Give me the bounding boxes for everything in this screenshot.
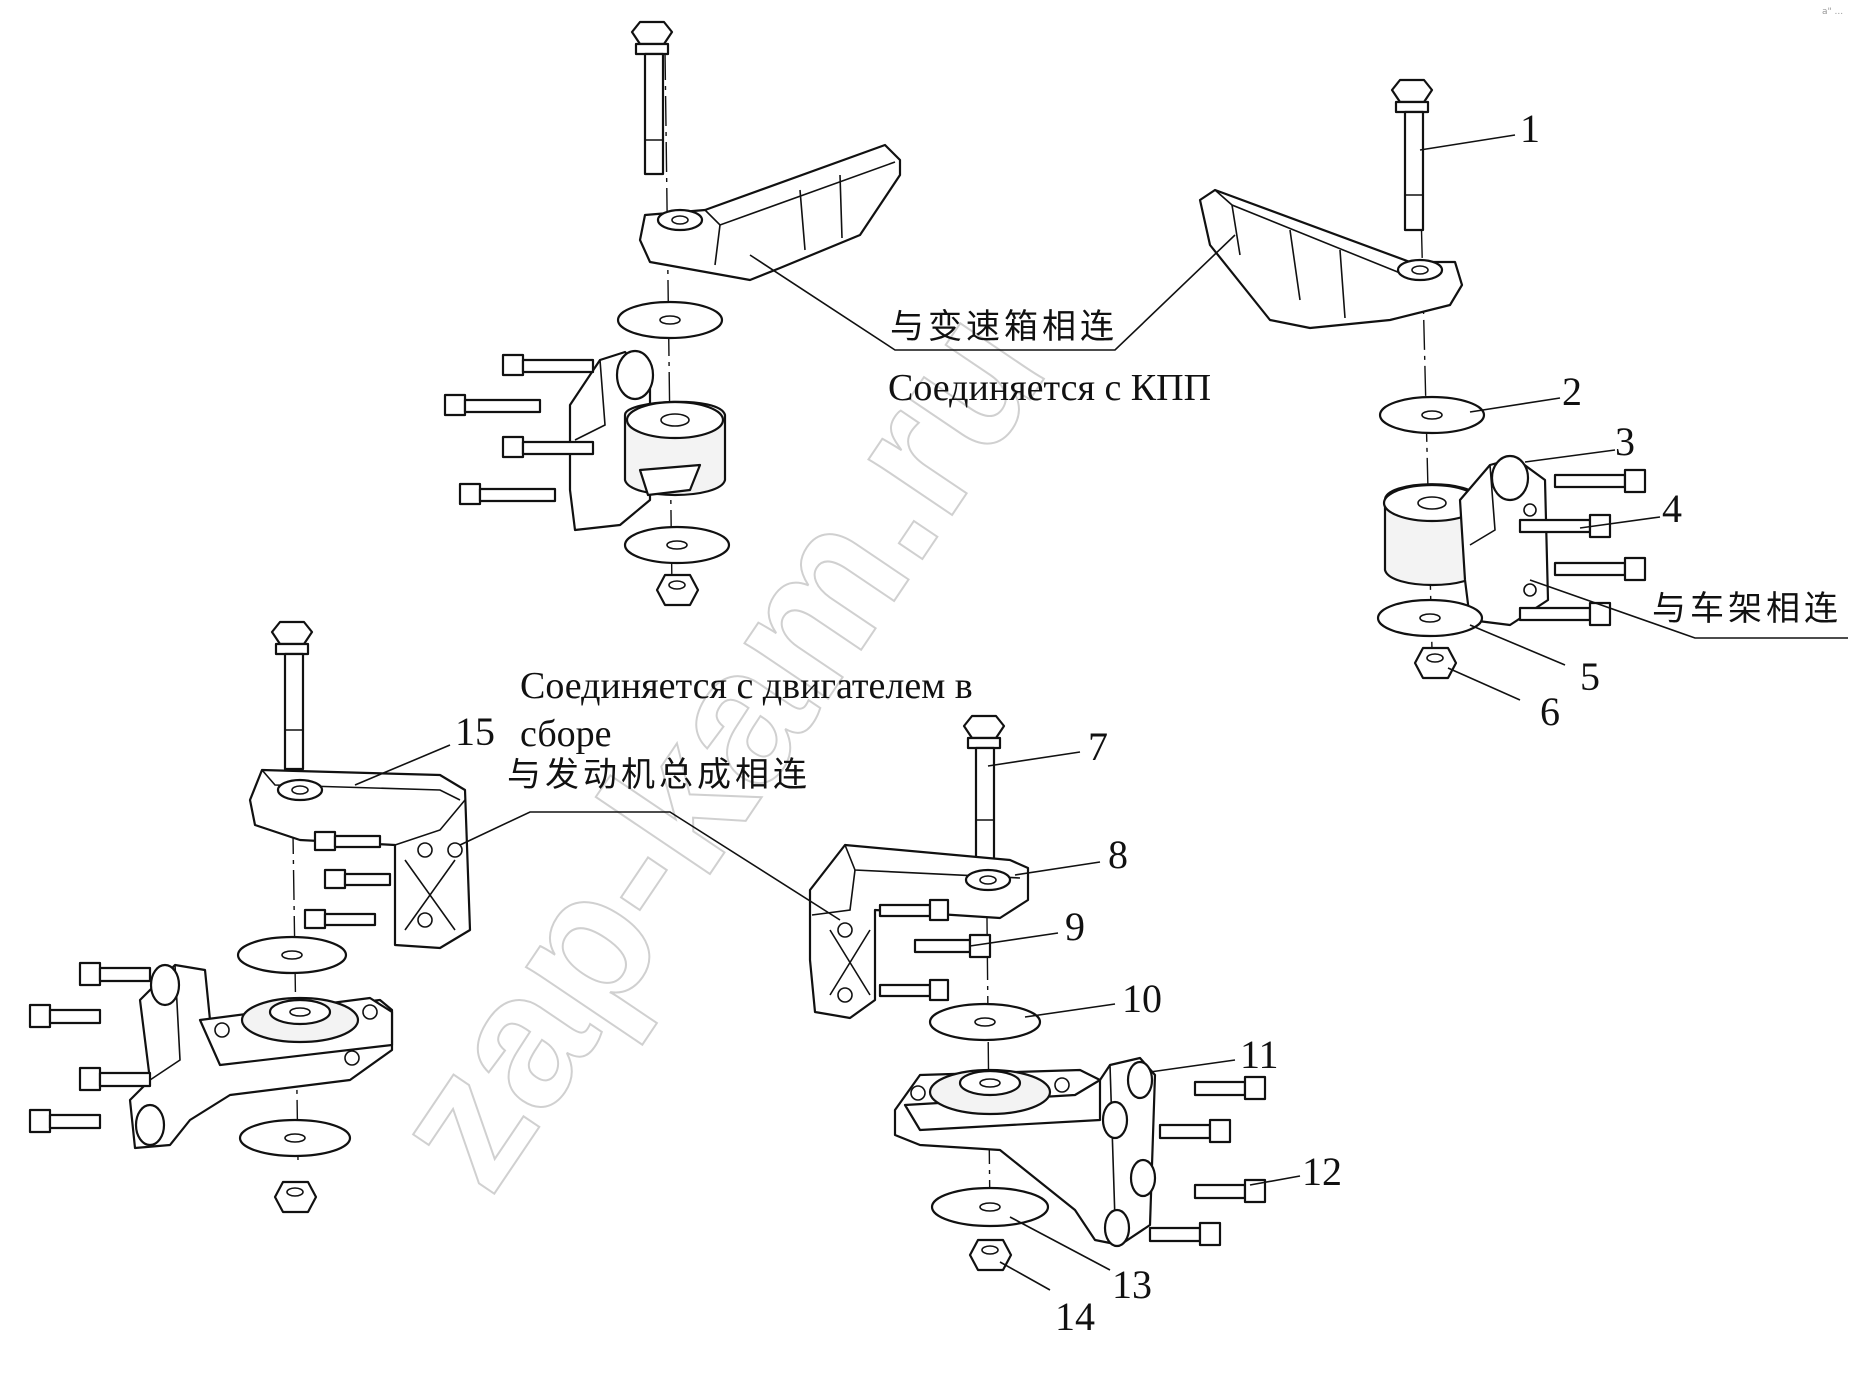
callout-7: 7 xyxy=(1088,724,1108,769)
long-bolt-c xyxy=(270,620,314,771)
callout-2: 2 xyxy=(1562,369,1582,414)
nut-6 xyxy=(1413,646,1458,680)
callout-11: 11 xyxy=(1240,1032,1279,1077)
washer-10 xyxy=(928,1002,1042,1042)
label-to-gearbox-ru: Соединяется с КПП xyxy=(888,367,1211,409)
side-bolts-4 xyxy=(1518,468,1647,627)
long-bolt-7 xyxy=(962,714,1006,862)
callout-5: 5 xyxy=(1580,654,1600,699)
washer-c-top xyxy=(236,935,348,975)
callout-15: 15 xyxy=(455,709,495,754)
rubber-mount-3 xyxy=(1382,454,1550,627)
side-bolts-c-upper xyxy=(303,830,392,930)
long-bolt-1 xyxy=(1390,78,1434,232)
callout-3: 3 xyxy=(1615,419,1635,464)
side-bolts-c-lower xyxy=(28,961,152,1134)
washer-13 xyxy=(930,1186,1050,1228)
engine-bracket-8 xyxy=(808,843,1030,1020)
label-to-engine-cn: 与发动机总成相连 xyxy=(507,755,811,795)
callout-12: 12 xyxy=(1302,1149,1342,1194)
callout-8: 8 xyxy=(1108,832,1128,877)
callout-14: 14 xyxy=(1055,1294,1095,1339)
callout-13: 13 xyxy=(1112,1262,1152,1307)
rubber-mount-11 xyxy=(893,1056,1157,1248)
connection-labels: 与变速箱相连 Соединяется с КПП 与车架相连 Соединяет… xyxy=(507,307,1842,795)
label-to-engine-ru-line2: сборе xyxy=(520,713,612,755)
corner-mark: a" ... xyxy=(1822,7,1843,17)
callout-10: 10 xyxy=(1122,976,1162,1021)
engine-bracket-15 xyxy=(248,768,472,950)
nut-a xyxy=(655,573,700,607)
part-callouts: 1 2 3 4 5 6 7 8 9 10 11 12 13 14 15 xyxy=(455,106,1682,1339)
washer-a-top xyxy=(616,300,724,340)
label-to-engine-ru-line1: Соединяется с двигателем в xyxy=(520,665,973,707)
callout-4: 4 xyxy=(1662,486,1682,531)
washer-a-bottom xyxy=(623,525,731,565)
leader-lines xyxy=(354,134,1848,1291)
washer-2 xyxy=(1378,395,1486,435)
callout-1: 1 xyxy=(1520,106,1540,151)
side-bolts-12 xyxy=(1148,1075,1267,1247)
washer-c-bottom xyxy=(238,1118,352,1158)
engine-mount-right-assembly xyxy=(808,714,1267,1272)
gearbox-mount-right-assembly xyxy=(1198,78,1647,680)
washer-5 xyxy=(1376,598,1484,638)
label-to-gearbox-cn: 与变速箱相连 xyxy=(890,307,1118,347)
long-bolt-a xyxy=(630,20,674,176)
gearbox-mount-left-assembly xyxy=(443,20,902,607)
label-to-frame-cn: 与车架相连 xyxy=(1652,589,1842,629)
side-bolts-a xyxy=(443,353,595,506)
rubber-mount-a xyxy=(568,349,727,532)
gearbox-bracket-arm-a xyxy=(638,143,902,282)
engine-mount-left-assembly xyxy=(28,620,472,1214)
callout-9: 9 xyxy=(1065,904,1085,949)
nut-c xyxy=(273,1180,318,1214)
gearbox-bracket-arm-b xyxy=(1198,188,1464,330)
rubber-mount-c xyxy=(128,963,394,1150)
callout-6: 6 xyxy=(1540,689,1560,734)
